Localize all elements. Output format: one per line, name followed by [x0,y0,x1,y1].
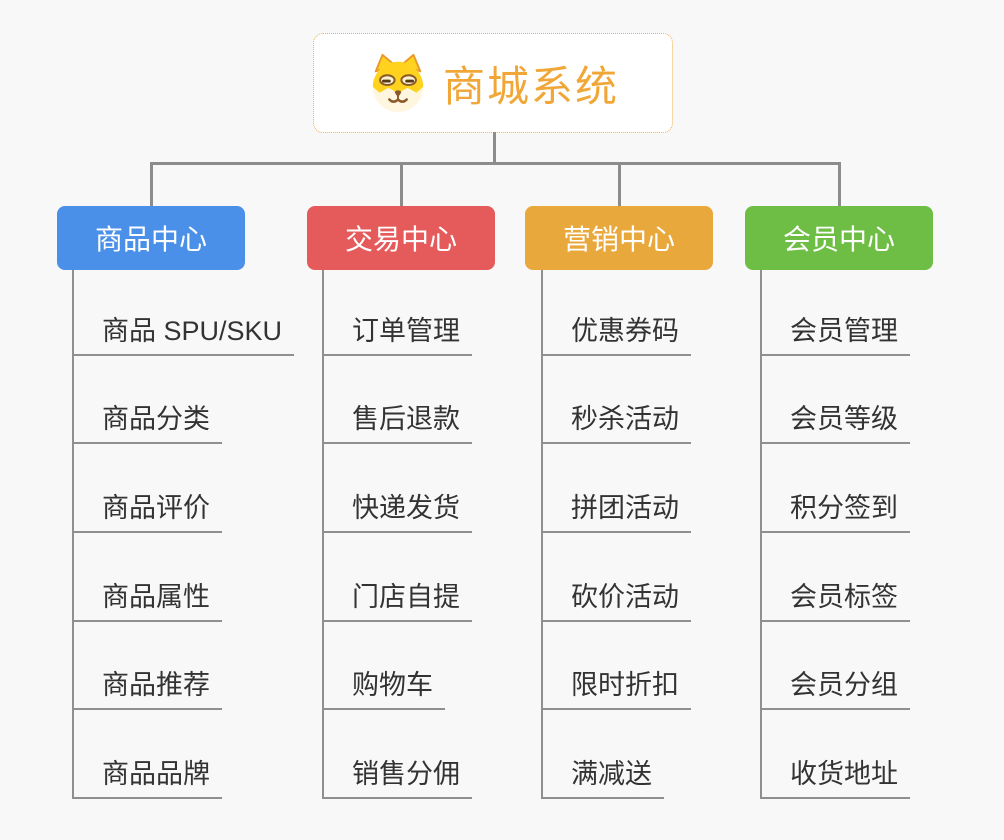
leaf-node[interactable]: 优惠券码 [541,310,691,356]
branch-node-member-center[interactable]: 会员中心 [745,206,933,270]
leaf-node[interactable]: 拼团活动 [541,487,691,533]
branch-trunk-line [760,270,762,799]
leaf-node[interactable]: 限时折扣 [541,664,691,710]
connector-drop-member [838,162,841,207]
leaf-node[interactable]: 商品分类 [72,398,222,444]
connector-horizontal-bus [150,162,841,165]
branch-trunk-line [541,270,543,799]
connector-drop-trade [400,162,403,207]
connector-drop-product [150,162,153,207]
root-node-label: 商城系统 [442,62,619,110]
leaf-node[interactable]: 订单管理 [322,310,472,356]
branch-node-product-center[interactable]: 商品中心 [57,206,245,270]
leaf-node[interactable]: 商品属性 [72,576,222,622]
connector-root-stem [493,132,496,164]
leaf-node[interactable]: 会员管理 [760,310,910,356]
branch-trunk-line [322,270,324,799]
connector-drop-marketing [618,162,621,207]
leaf-node[interactable]: 商品推荐 [72,664,222,710]
leaf-node[interactable]: 快递发货 [322,487,472,533]
leaf-node[interactable]: 商品评价 [72,487,222,533]
leaf-node[interactable]: 会员等级 [760,398,910,444]
leaf-node[interactable]: 会员标签 [760,576,910,622]
leaf-node[interactable]: 商品 SPU/SKU [72,310,295,356]
dog-face-icon [372,53,424,113]
leaf-node[interactable]: 售后退款 [322,398,472,444]
leaf-node[interactable]: 满减送 [541,753,664,799]
leaf-node[interactable]: 商品品牌 [72,753,222,799]
leaf-node[interactable]: 会员分组 [760,664,910,710]
leaf-node[interactable]: 销售分佣 [322,753,472,799]
leaf-node[interactable]: 秒杀活动 [541,398,691,444]
branch-trunk-line [72,270,74,799]
leaf-node[interactable]: 门店自提 [322,576,472,622]
leaf-node[interactable]: 购物车 [322,664,445,710]
branch-node-marketing-center[interactable]: 营销中心 [525,206,713,270]
leaf-node[interactable]: 积分签到 [760,487,910,533]
branch-node-trade-center[interactable]: 交易中心 [307,206,495,270]
root-node[interactable]: 商城系统 [313,33,673,133]
leaf-node[interactable]: 砍价活动 [541,576,691,622]
leaf-node[interactable]: 收货地址 [760,753,910,799]
